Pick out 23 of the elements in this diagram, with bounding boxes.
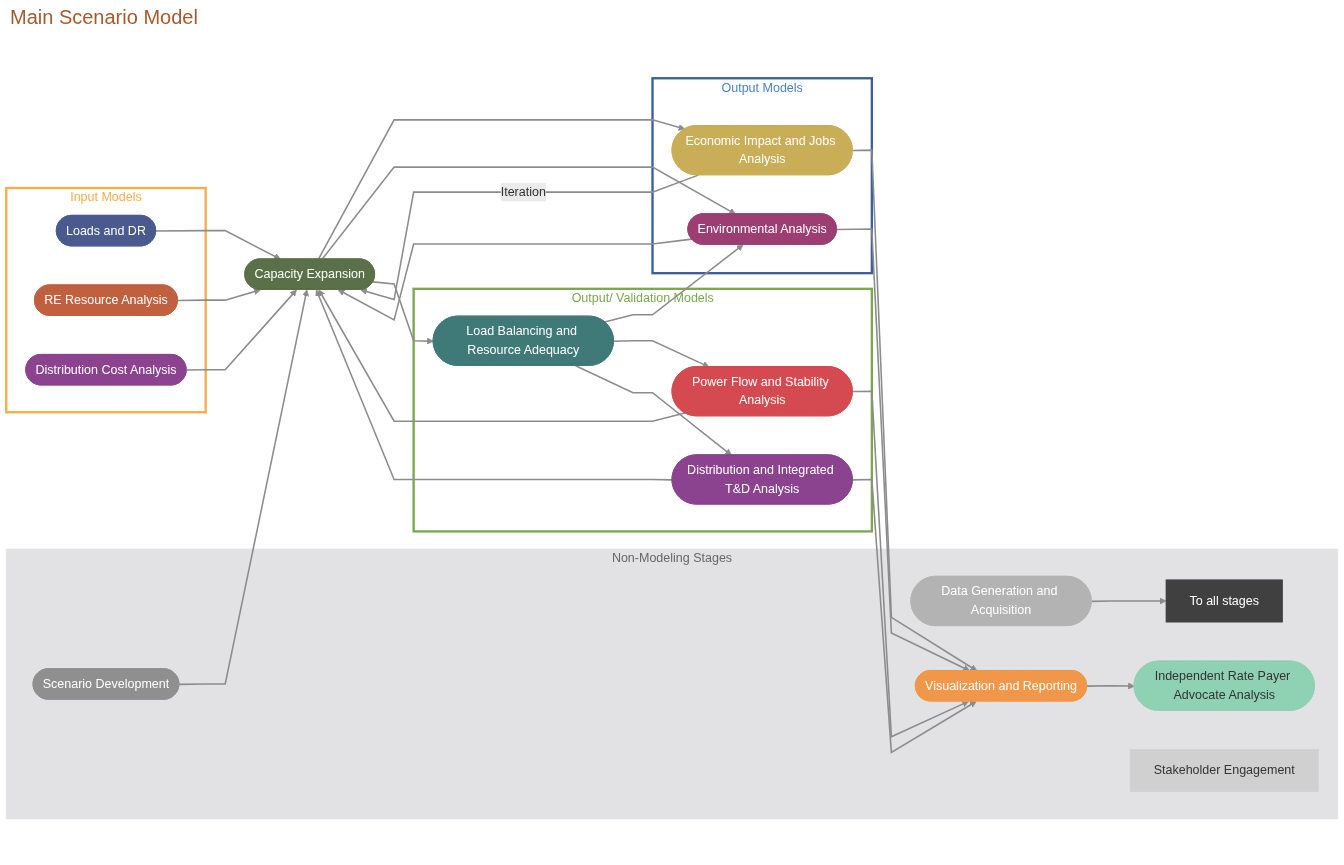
arrow xyxy=(178,289,309,686)
edge-label: Iteration xyxy=(500,184,546,199)
arrow xyxy=(317,118,686,260)
model-label: Main Scenario Model xyxy=(10,6,198,28)
arrow xyxy=(155,229,281,260)
arrow xyxy=(177,288,261,302)
arrow xyxy=(613,339,710,368)
arrow xyxy=(1090,597,1167,605)
arrow xyxy=(315,289,674,481)
arrow xyxy=(603,244,744,323)
arrow xyxy=(321,166,736,260)
arrow xyxy=(337,238,693,321)
arrow xyxy=(851,149,978,672)
arrow xyxy=(1086,682,1135,690)
node-box: To all stages xyxy=(1165,579,1283,623)
arrow xyxy=(851,390,969,738)
arrow xyxy=(836,228,971,672)
arrow xyxy=(574,364,732,456)
arrow xyxy=(851,478,977,754)
arrow xyxy=(318,289,686,422)
arrow xyxy=(185,289,297,371)
arrow xyxy=(360,174,700,301)
arrow xyxy=(372,280,434,345)
